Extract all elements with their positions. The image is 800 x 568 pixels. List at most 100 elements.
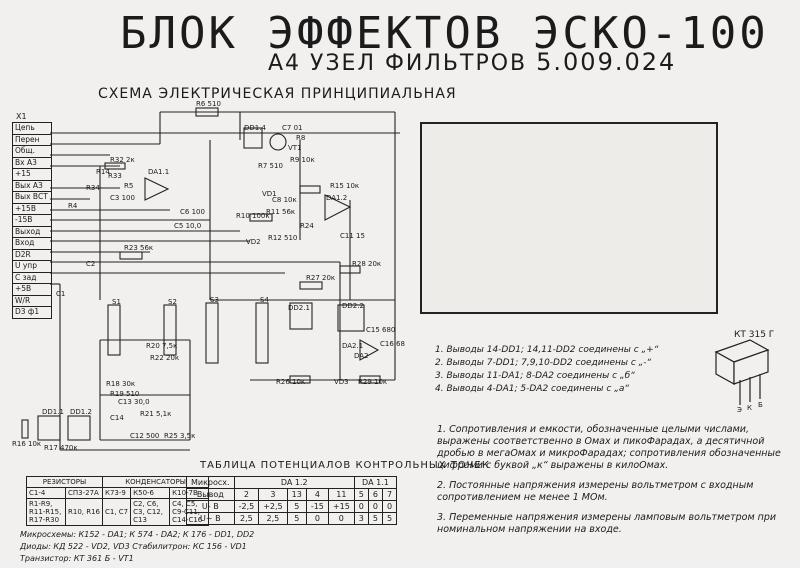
table-header: DA 1.2 — [233, 476, 355, 489]
table-cell: 0 — [327, 512, 355, 525]
component-label: R16 10к — [12, 440, 42, 448]
document-subtitle: А4 УЗЕЛ ФИЛЬТРОВ 5.009.024 — [268, 48, 676, 76]
connector-pin: Выход — [13, 227, 51, 238]
table-cell: -2,5 — [233, 500, 260, 513]
connector-pin: U упр — [13, 261, 51, 273]
component-label: DD2.2 — [342, 302, 364, 310]
component-label: C1 — [56, 290, 66, 298]
connector-pin: Общ. — [13, 146, 51, 158]
connector-pin: Вход — [13, 238, 51, 250]
subtitle-text: УЗЕЛ ФИЛЬТРОВ — [310, 51, 528, 76]
component-label: VD3 — [334, 378, 349, 386]
component-label: R17 470к — [44, 444, 78, 452]
voltage-table-title: ТАБЛИЦА ПОТЕНЦИАЛОВ КОНТРОЛЬНЫХ ТОЧЕК — [200, 460, 490, 471]
table-cell: +15 — [327, 500, 355, 513]
component-label: S4 — [260, 296, 269, 304]
component-label: DD1.2 — [70, 408, 92, 416]
pin-label: К — [747, 404, 752, 412]
component-label: R18 30к — [106, 380, 136, 388]
component-label: R5 — [124, 182, 134, 190]
component-label: R28 20к — [352, 260, 382, 268]
component-label: R8 — [296, 134, 306, 142]
pin-note: 3. Выводы 11-DA1; 8-DA2 соединены с „б“ — [435, 371, 635, 381]
table-cell: 4 — [305, 488, 329, 501]
subtitle-prefix: А4 — [268, 51, 302, 76]
pcb-layout — [420, 122, 718, 314]
connector-pin-list: Цепь Перен Общ. Вх А3 +15 Вых АЗ Вых ВСТ… — [12, 122, 52, 319]
transistor-package-label: КТ 315 Г — [734, 330, 775, 340]
parts-line: Микросхемы: К152 - DA1; К 574 - DA2; К 1… — [20, 530, 255, 539]
table-cell: 5 — [286, 512, 307, 525]
parts-legend: Микросхемы: К152 - DA1; К 574 - DA2; К 1… — [20, 530, 254, 566]
component-label: R32 2к — [110, 156, 135, 164]
component-label: R6 510 — [196, 100, 221, 108]
component-label: R7 510 — [258, 162, 283, 170]
document-title: БЛОК ЭФФЕКТОВ ЭСКО-100 — [120, 8, 769, 59]
component-label: R15 10к — [330, 182, 360, 190]
component-label: R12 510 — [268, 234, 298, 242]
component-label: R33 — [108, 172, 122, 180]
pin-notes: 1. Выводы 14-DD1; 14,11-DD2 соединены с … — [435, 345, 658, 397]
component-label: R23 56к — [124, 244, 154, 252]
connector-name: X1 — [16, 112, 27, 121]
connector-pin: +5В — [13, 284, 51, 296]
table-cell: 13 — [286, 488, 307, 501]
table-cell: 11 — [327, 488, 355, 501]
connector-pin: Вых АЗ — [13, 181, 51, 192]
table-cell: 5 — [367, 512, 383, 525]
schematic-label: СХЕМА ЭЛЕКТРИЧЕСКАЯ ПРИНЦИПИАЛЬНАЯ — [98, 86, 457, 102]
table-cell: +2,5 — [258, 500, 288, 513]
component-label: R14 — [96, 168, 110, 176]
component-label: DD1.4 — [244, 124, 266, 132]
table-row-header: U~ В — [186, 512, 235, 525]
voltage-table: Микросх. DA 1.2 DA 1.1 Вывод 2 3 13 4 11… — [186, 476, 398, 525]
connector-pin: W/R — [13, 296, 51, 307]
table-cell: 5 — [381, 512, 398, 525]
table-cell: 5 — [286, 500, 307, 513]
component-label: R24 — [300, 222, 314, 230]
table-header: DA 1.1 — [353, 476, 398, 489]
table-cell: 2,5 — [233, 512, 260, 525]
connector-pin: +15 — [13, 169, 51, 181]
component-label: DD1.1 — [42, 408, 64, 416]
table-cell: -15 — [305, 500, 329, 513]
component-label: DA1.2 — [326, 194, 348, 202]
component-label: R11 56к — [266, 208, 296, 216]
component-label: DD2.1 — [288, 304, 310, 312]
connector-pin: D3 ф1 — [15, 307, 40, 316]
component-label: C12 500 — [130, 432, 160, 440]
parts-line: Транзистор: КТ 361 Б - VT1 — [20, 554, 134, 563]
table-cell: 5 — [353, 488, 369, 501]
table-cell: R1-R9, R11-R15, R17-R30 — [26, 498, 66, 526]
remark: 3. Переменные напряжения измерены лампов… — [437, 512, 777, 535]
component-label: R21 5,1к — [140, 410, 172, 418]
component-label: DA1.1 — [148, 168, 170, 176]
table-cell: 7 — [381, 488, 398, 501]
table-cell: СП3-27А — [65, 487, 103, 499]
table-cell: R10, R16 — [65, 498, 103, 526]
component-label: R22 20к — [150, 354, 180, 362]
pin-note: 4. Выводы 4-DA1; 5-DA2 соединены с „a“ — [435, 384, 630, 394]
component-label: C8 10к — [272, 196, 297, 204]
component-label: C6 100 — [180, 208, 205, 216]
pin-label: Б — [758, 401, 763, 409]
component-label: R10 100к — [236, 212, 270, 220]
component-label: VT1 — [288, 144, 302, 152]
subtitle-code: 5.009.024 — [536, 48, 677, 76]
connector-pin: -15В — [13, 215, 51, 227]
component-label: R34 — [86, 184, 100, 192]
component-label: DA2 — [354, 352, 369, 360]
component-label: R26 10к — [276, 378, 306, 386]
remark: 1. Сопротивления и емкости, обозначенные… — [437, 424, 781, 471]
table-cell: 3 — [353, 512, 369, 525]
component-label: S2 — [168, 298, 177, 306]
table-header: РЕЗИСТОРЫ — [26, 476, 103, 488]
table-cell: С1, С7 — [101, 498, 132, 526]
connector-pin: Вых ВСТ — [13, 192, 51, 204]
connector-pin: C зад — [13, 273, 51, 284]
connector-pin: Вх А3 — [13, 158, 51, 169]
component-label: C13 30,0 — [118, 398, 150, 406]
table-cell: 2 — [233, 488, 260, 501]
component-label: R27 20к — [306, 274, 336, 282]
component-label: R9 10к — [290, 156, 315, 164]
